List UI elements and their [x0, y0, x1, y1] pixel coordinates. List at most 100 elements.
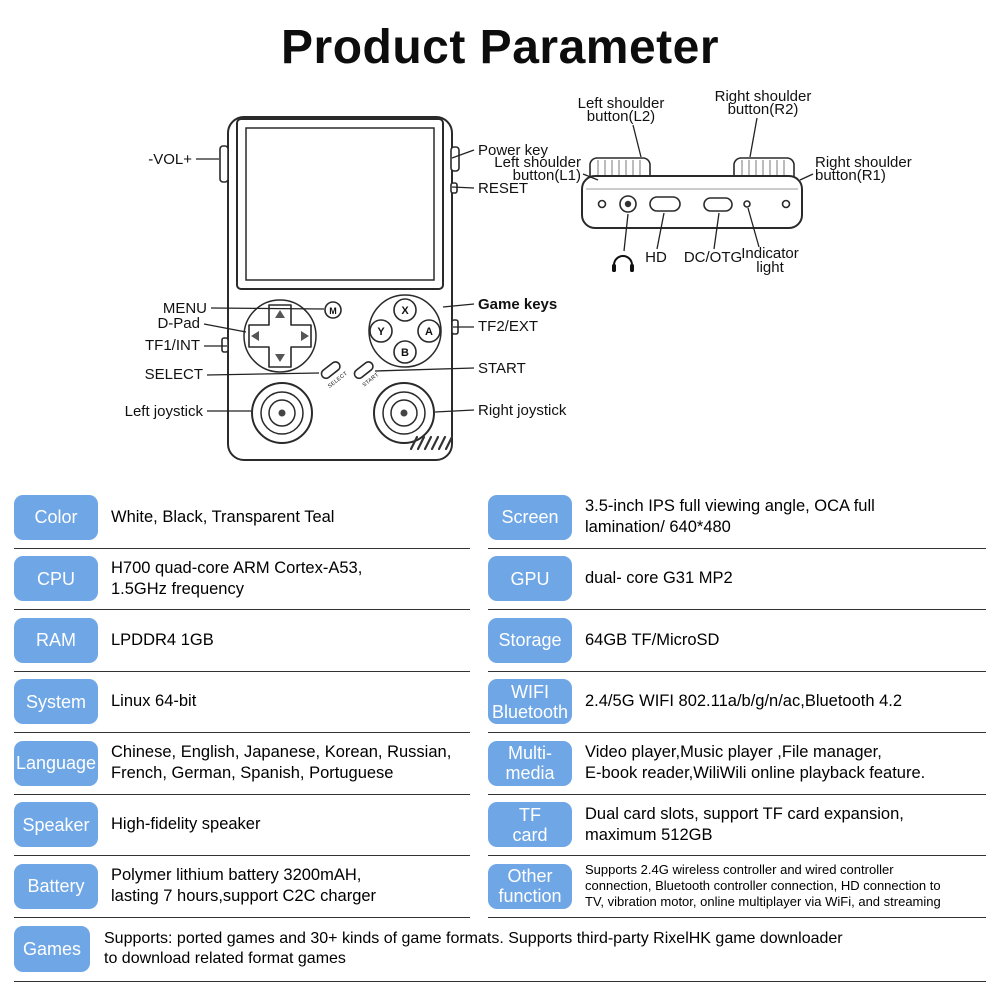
- spec-row-speaker: Speaker High-fidelity speaker: [14, 795, 470, 856]
- spec-column-right: Screen 3.5-inch IPS full viewing angle, …: [488, 487, 986, 918]
- spec-label-color: Color: [14, 494, 98, 540]
- indicator-label-line2: light: [756, 259, 784, 276]
- indicator-label-line1: Indicator: [741, 245, 799, 262]
- tf1-slot: [221, 337, 229, 353]
- left-joystick-label: Left joystick: [125, 403, 204, 420]
- headphone-icon: [612, 255, 634, 272]
- spec-row-other-function: Other function Supports 2.4G wireless co…: [488, 856, 986, 918]
- r2-label-line2: button(R2): [728, 101, 799, 118]
- spec-value-speaker: High-fidelity speaker: [111, 815, 261, 834]
- r1-label-line1: Right shoulder: [815, 154, 912, 171]
- power-key-label: Power key: [478, 142, 549, 159]
- spec-row-multimedia: Multi- media Video player,Music player ,…: [488, 733, 986, 795]
- dpad-label: D-Pad: [157, 315, 200, 332]
- dpad-down-arrow: [275, 354, 285, 362]
- power-button: [450, 146, 460, 172]
- spec-row-cpu: CPU H700 quad-core ARM Cortex-A53, 1.5GH…: [14, 549, 470, 610]
- right-joystick-shape: [373, 382, 435, 444]
- spec-value-other-function: Supports 2.4G wireless controller and wi…: [585, 861, 941, 910]
- spec-column-left: Color White, Black, Transparent Teal CPU…: [14, 487, 470, 918]
- spec-value-gpu: dual- core G31 MP2: [585, 569, 733, 588]
- spec-value-multimedia: Video player,Music player ,File manager,…: [585, 743, 926, 783]
- spec-row-ram: RAM LPDDR4 1GB: [14, 610, 470, 672]
- spec-row-storage: Storage 64GB TF/MicroSD: [488, 610, 986, 672]
- hd-label: HD: [645, 249, 667, 266]
- r2-label-line1: Right shoulder: [715, 88, 812, 105]
- spec-value-screen: 3.5-inch IPS full viewing angle, OCA ful…: [585, 497, 875, 537]
- spec-value-language: Chinese, English, Japanese, Korean, Russ…: [111, 743, 452, 783]
- console-front-view: M X Y A B: [219, 116, 460, 461]
- spec-label-gpu: GPU: [488, 556, 572, 602]
- top-view-labels: Left shoulder button(L2) Right shoulder …: [494, 88, 911, 276]
- device-diagram: M X Y A B: [125, 88, 912, 461]
- spec-value-wifi-bluetooth: 2.4/5G WIFI 802.11a/b/g/n/ac,Bluetooth 4…: [585, 692, 903, 711]
- y-button-label: Y: [377, 326, 385, 338]
- l2-label-line1: Left shoulder: [578, 95, 665, 112]
- x-button-label: X: [401, 305, 409, 317]
- hd-port: [649, 196, 681, 212]
- l1-label-line2: button(L1): [513, 167, 581, 184]
- tf1-label: TF1/INT: [145, 337, 200, 354]
- b-button-label: B: [401, 347, 409, 359]
- spec-label-storage: Storage: [488, 617, 572, 663]
- screw-left: [597, 199, 607, 209]
- page-title: Product Parameter: [281, 21, 719, 74]
- screen-bezel: [236, 118, 444, 290]
- dc-otg-label: DC/OTG: [684, 249, 742, 266]
- spec-label-games: Games: [14, 926, 90, 972]
- spec-label-screen: Screen: [488, 494, 572, 540]
- indicator-led: [743, 200, 751, 208]
- spec-label-battery: Battery: [14, 863, 98, 909]
- spec-label-tf-card: TF card: [488, 802, 572, 848]
- screw-right: [781, 199, 791, 209]
- dpad-left-arrow: [251, 331, 259, 341]
- menu-button: M: [324, 301, 342, 319]
- svg-text:M: M: [329, 306, 337, 316]
- vol-label: -VOL+: [148, 151, 192, 168]
- speaker-grille: [409, 435, 454, 451]
- left-joystick-shape: [251, 382, 313, 444]
- spec-value-games: Supports: ported games and 30+ kinds of …: [104, 929, 843, 967]
- a-button-label: A: [425, 326, 433, 338]
- right-joystick-label: Right joystick: [478, 402, 567, 419]
- spec-table: Color White, Black, Transparent Teal CPU…: [0, 487, 1000, 982]
- spec-row-color: Color White, Black, Transparent Teal: [14, 487, 470, 549]
- spec-label-cpu: CPU: [14, 556, 98, 602]
- top-body: [581, 175, 803, 229]
- start-label: START: [478, 360, 526, 377]
- dpad-up-arrow: [275, 310, 285, 318]
- spec-value-ram: LPDDR4 1GB: [111, 630, 214, 649]
- spec-label-multimedia: Multi- media: [488, 740, 572, 786]
- spec-row-wifi-bluetooth: WIFI Bluetooth 2.4/5G WIFI 802.11a/b/g/n…: [488, 672, 986, 733]
- dpad-right-arrow: [301, 331, 309, 341]
- volume-rocker: [219, 145, 229, 183]
- dpad: [243, 299, 317, 373]
- spec-value-system: Linux 64-bit: [111, 692, 197, 711]
- spec-label-ram: RAM: [14, 617, 98, 663]
- action-buttons: X Y A B: [368, 294, 442, 368]
- select-label: SELECT: [145, 366, 203, 383]
- spec-row-language: Language Chinese, English, Japanese, Kor…: [14, 733, 470, 795]
- select-button: SELECT: [320, 361, 349, 390]
- spec-value-cpu: H700 quad-core ARM Cortex-A53, 1.5GHz fr…: [111, 558, 363, 598]
- spec-label-speaker: Speaker: [14, 802, 98, 848]
- tf2-label: TF2/EXT: [478, 318, 538, 335]
- headphone-jack: [619, 195, 637, 213]
- spec-label-other-function: Other function: [488, 863, 572, 909]
- console-top-view: [581, 157, 803, 229]
- l1-label-line1: Left shoulder: [494, 154, 581, 171]
- game-keys-label: Game keys: [478, 296, 557, 313]
- menu-label: MENU: [163, 300, 207, 317]
- spec-label-wifi-bluetooth: WIFI Bluetooth: [488, 679, 572, 725]
- reset-label: RESET: [478, 180, 528, 197]
- spec-value-color: White, Black, Transparent Teal: [111, 507, 335, 526]
- r1-label-line2: button(R1): [815, 167, 886, 184]
- l2-label-line2: button(L2): [587, 108, 655, 125]
- reset-hole: [450, 182, 458, 194]
- spec-row-screen: Screen 3.5-inch IPS full viewing angle, …: [488, 487, 986, 549]
- spec-row-games: Games Supports: ported games and 30+ kin…: [14, 918, 986, 982]
- spec-label-system: System: [14, 679, 98, 725]
- spec-row-battery: Battery Polymer lithium battery 3200mAH,…: [14, 856, 470, 918]
- spec-row-tf-card: TF card Dual card slots, support TF card…: [488, 795, 986, 856]
